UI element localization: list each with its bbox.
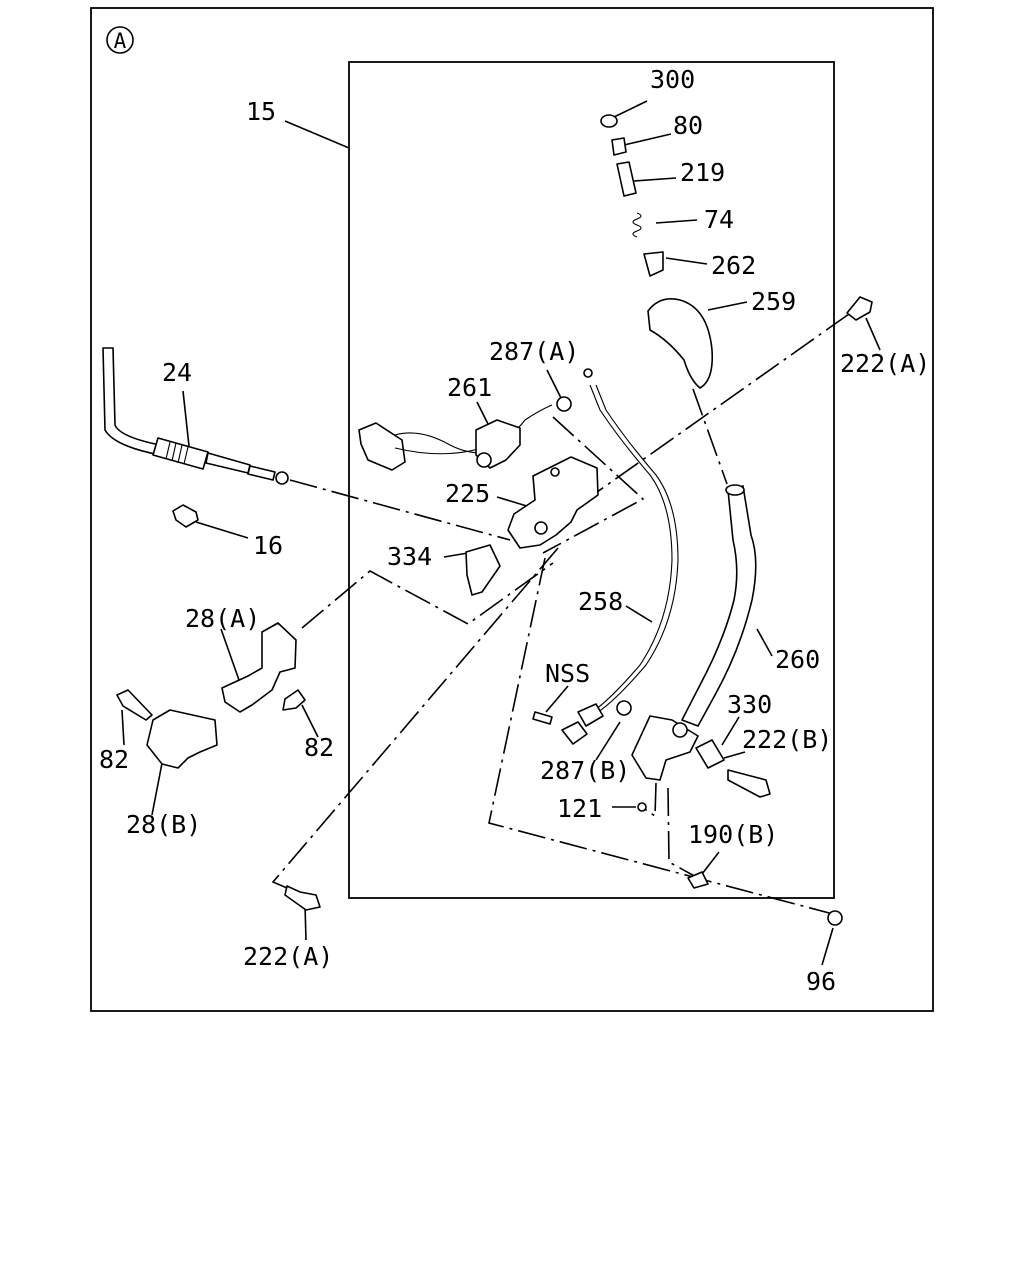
pin-nss [532, 711, 553, 725]
bolt-82-left [116, 689, 153, 721]
label-260: 260 [775, 645, 820, 674]
bolt-82-right [282, 689, 306, 711]
inner-assembly-boundary [348, 61, 835, 899]
switch-261 [358, 404, 553, 471]
clip-16 [172, 504, 199, 528]
nut-96 [827, 910, 843, 926]
label-222b: 222(B) [742, 725, 832, 754]
label-82-right: 82 [304, 733, 334, 762]
label-300: 300 [650, 65, 695, 94]
label-190b: 190(B) [688, 820, 778, 849]
bolt-222b [727, 769, 771, 798]
nut-287a [556, 396, 572, 412]
part-labels: 300 80 219 74 262 259 222(A) 15 24 287(A… [99, 65, 930, 996]
bushing-330 [695, 739, 725, 769]
label-15: 15 [246, 97, 276, 126]
label-80: 80 [673, 111, 703, 140]
view-marker: A [106, 26, 134, 54]
label-219: 219 [680, 158, 725, 187]
nut-287b [616, 700, 632, 716]
label-225: 225 [445, 479, 490, 508]
end-fitting [561, 721, 588, 745]
bracket-28a [221, 622, 297, 713]
bolt-222a-top [846, 296, 873, 321]
shift-cable-24 [102, 347, 289, 485]
bracket-28b [146, 709, 218, 769]
label-287a: 287(A) [489, 337, 579, 366]
label-334: 334 [387, 542, 432, 571]
cover-334 [465, 544, 501, 596]
label-28b: 28(B) [126, 810, 201, 839]
label-121: 121 [557, 794, 602, 823]
outer-frame [90, 7, 934, 1012]
label-259: 259 [751, 287, 796, 316]
label-82-left: 82 [99, 745, 129, 774]
label-222a-bottom: 222(A) [243, 942, 333, 971]
fitting-190b [687, 871, 709, 889]
label-222a-top: 222(A) [840, 349, 930, 378]
label-nss: NSS [545, 659, 590, 688]
cable-258 [577, 368, 679, 727]
label-28a: 28(A) [185, 604, 260, 633]
label-16: 16 [253, 531, 283, 560]
label-96: 96 [806, 967, 836, 996]
lever-260 [631, 484, 757, 812]
bracket-225 [507, 456, 599, 549]
label-287b: 287(B) [540, 756, 630, 785]
label-258: 258 [578, 587, 623, 616]
bolt-222a-bottom [284, 885, 321, 911]
label-24: 24 [162, 358, 192, 387]
label-262: 262 [711, 251, 756, 280]
svg-text:A: A [114, 29, 127, 53]
label-74: 74 [704, 205, 734, 234]
label-261: 261 [447, 373, 492, 402]
label-330: 330 [727, 690, 772, 719]
knob-assembly [600, 114, 714, 389]
